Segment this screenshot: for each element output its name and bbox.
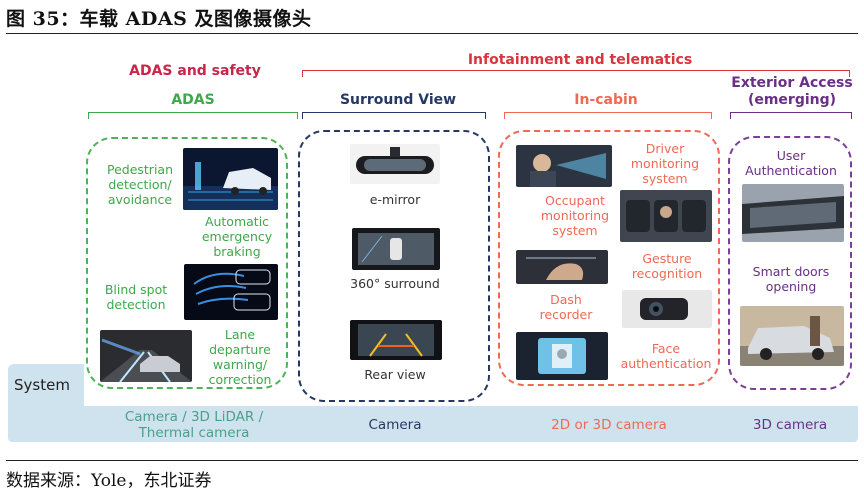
- label-gesture: Gesture recognition: [631, 251, 703, 281]
- image-emirror: [350, 144, 440, 184]
- column-bracket-adas: [88, 112, 298, 119]
- label-aeb: Automatic emergency braking: [201, 214, 273, 259]
- column-header-surround: Surround View: [339, 92, 457, 108]
- group-infotainment: Infotainment and telematics: [467, 52, 693, 68]
- image-pedestrian: [183, 148, 278, 210]
- group-infotainment-bracket: [302, 70, 850, 77]
- label-dash-recorder: Dash recorder: [539, 292, 593, 322]
- label-face-authentication: Face authentication: [620, 341, 712, 371]
- exterior-box: [728, 136, 852, 390]
- sensor-incabin: 2D or 3D camera: [551, 417, 667, 433]
- sensor-surround: Camera: [368, 417, 422, 433]
- image-gesture: [516, 250, 608, 284]
- column-header-incabin: In-cabin: [574, 92, 638, 108]
- adas-box: [86, 137, 288, 389]
- image-lane: [100, 330, 192, 382]
- label-blindspot: Blind spot detection: [104, 282, 168, 312]
- sensor-adas: Camera / 3D LiDAR / Thermal camera: [124, 409, 264, 441]
- image-smart-doors: [740, 306, 844, 366]
- column-bracket-surround: [302, 112, 486, 119]
- surround-box: [298, 130, 490, 402]
- image-occupant-monitoring: [620, 190, 712, 242]
- label-lane: Lane departure warning/ correction: [208, 327, 272, 387]
- label-driver-monitoring: Driver monitoring system: [630, 141, 700, 186]
- label-occupant-monitoring: Occupant monitoring system: [540, 193, 610, 238]
- image-360-surround: [352, 228, 440, 270]
- column-header-adas: ADAS: [171, 92, 215, 108]
- label-smart-doors: Smart doors opening: [752, 264, 830, 294]
- image-user-authentication: [742, 184, 844, 242]
- label-rearview: Rear view: [364, 367, 426, 382]
- label-pedestrian: Pedestrian detection/ avoidance: [106, 162, 173, 207]
- bottom-rule: [6, 460, 858, 461]
- system-label: System: [14, 376, 70, 394]
- sensor-exterior: 3D camera: [752, 417, 828, 433]
- incabin-box: [498, 130, 720, 386]
- group-adas-safety: ADAS and safety: [129, 63, 261, 79]
- column-header-exterior: Exterior Access (emerging): [731, 75, 853, 108]
- label-user-authentication: User Authentication: [745, 148, 837, 178]
- image-dash-recorder: [622, 290, 712, 328]
- figure-title: 图 35：车载 ADAS 及图像摄像头: [6, 8, 312, 30]
- column-bracket-exterior: [730, 112, 852, 119]
- image-face-authentication: [516, 332, 608, 380]
- top-rule: [6, 33, 858, 34]
- image-rearview: [350, 320, 442, 360]
- source-note: 数据来源：Yole，东北证券: [6, 471, 212, 491]
- label-emirror: e-mirror: [369, 192, 421, 207]
- image-driver-monitoring: [516, 145, 612, 187]
- label-360-surround: 360° surround: [350, 276, 440, 291]
- system-bar: [8, 406, 858, 442]
- image-blindspot: [184, 264, 278, 320]
- column-bracket-incabin: [504, 112, 712, 119]
